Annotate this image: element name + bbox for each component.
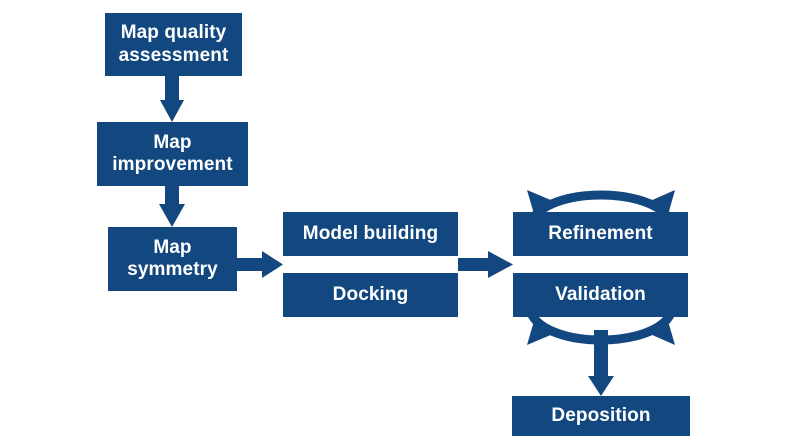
node-deposition[interactable]: Deposition [512,396,690,436]
node-map-symmetry[interactable]: Map symmetry [108,227,237,291]
node-label: Refinement [548,222,653,244]
node-model-building[interactable]: Model building [283,212,458,256]
node-label-line1: Map [153,131,192,153]
node-label: Docking [332,283,409,305]
arrow-build-to-refine [458,251,513,278]
node-label: Validation [555,283,646,305]
node-label: Model building [302,222,439,244]
node-label-line2: improvement [112,154,233,175]
node-label-line2: assessment [118,44,229,66]
arrow-cycle-to-deposition [588,330,614,396]
node-map-improvement[interactable]: Map improvement [97,122,248,186]
node-label-line1: Map quality [120,22,227,44]
node-label-line2: symmetry [127,259,218,280]
node-map-quality-assessment[interactable]: Map quality assessment [105,13,242,76]
arc-refinement-validation-top [526,190,676,225]
node-refinement[interactable]: Refinement [513,212,688,256]
arrow-symmetry-to-build [237,251,283,278]
node-label: Deposition [551,404,651,426]
node-validation[interactable]: Validation [513,273,688,317]
arrow-quality-to-improvement [160,76,184,122]
node-docking[interactable]: Docking [283,273,458,317]
node-label-line1: Map [153,236,192,258]
arrow-improvement-to-symmetry [159,186,185,227]
